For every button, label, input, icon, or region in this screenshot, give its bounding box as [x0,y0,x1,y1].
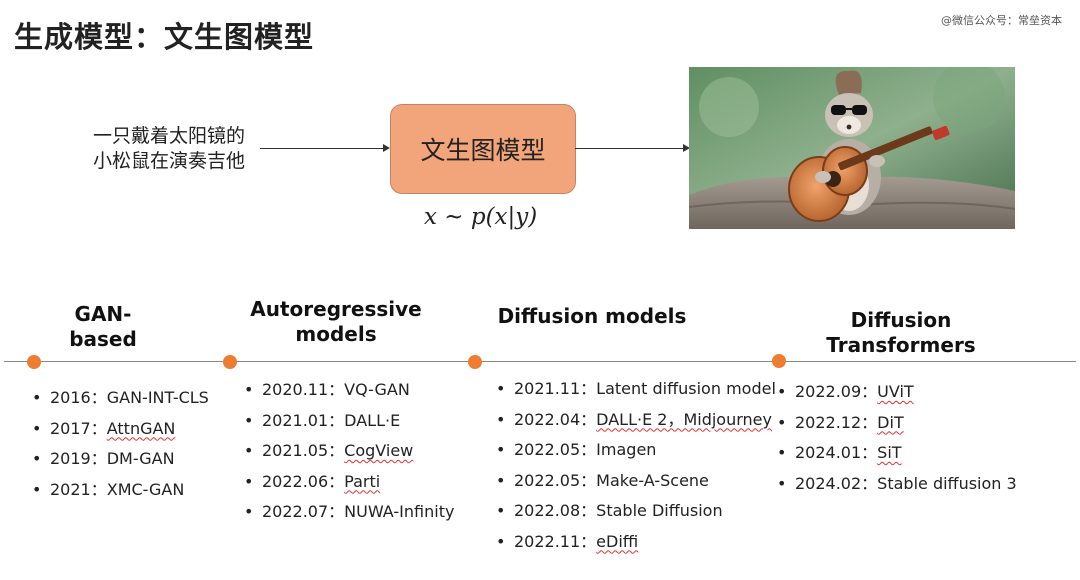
list-item: 2021.05：CogView [244,436,454,467]
page-title: 生成模型：文生图模型 [14,20,315,54]
item-name: Latent diffusion model [596,379,776,398]
list-item: 2022.05：Make-A-Scene [496,466,776,497]
list-item: 2024.02：Stable diffusion 3 [777,469,1017,500]
era-title-text: Diffusion models [497,304,687,328]
item-name: GAN-INT-CLS [106,388,209,407]
item-name: Make-A-Scene [596,470,709,490]
item-name: DM-GAN [106,449,175,468]
item-year: 2022.04： [514,409,597,429]
timeline-dot [468,355,482,369]
timeline-axis [4,361,1076,362]
item-name: CogView [344,441,414,460]
era-title-gan: GAN-based [48,302,158,352]
list-item: 2020.11：VQ-GAN [244,375,454,406]
arrow-model-to-image [575,148,683,149]
item-name: DiT [877,412,904,432]
timeline-dot [772,354,786,368]
item-year: 2022.06： [262,471,345,491]
model-box: 文生图模型 [390,104,576,194]
item-name: Parti [344,471,381,491]
item-name: NUWA-Infinity [344,502,455,521]
prompt-text: 一只戴着太阳镜的小松鼠在演奏吉他 [92,125,245,172]
item-name: Imagen [596,440,657,459]
era-title-diffusion: Diffusion models [496,304,688,329]
list-item: 2021.01：DALL·E [244,406,454,437]
item-name: DALL·E 2，Midjourney [596,409,772,429]
item-year: 2024.02： [795,473,878,493]
era-title-dit: Diffusion Transformers [816,308,986,358]
item-year: 2022.11： [514,531,597,551]
list-item: 2022.04：DALL·E 2，Midjourney [496,405,776,436]
item-name: XMC-GAN [106,479,185,499]
arrow-prompt-to-model [260,148,383,149]
list-item: 2022.11：eDiffi [496,527,776,558]
list-item: 2021：XMC-GAN [32,475,209,506]
formula: x ~ p(x|y) [424,204,538,230]
item-year: 2019： [50,449,107,468]
era-title-autoregressive: Autoregressive models [246,297,426,347]
list-item: 2022.12：DiT [777,408,1017,439]
item-year: 2022.07： [262,502,345,521]
timeline-dot [27,355,41,369]
item-year: 2022.05： [514,440,597,459]
era-list-diffusion: 2021.11：Latent diffusion model 2022.04：D… [496,374,776,557]
item-name: DALL·E [344,410,401,430]
item-year: 2024.01： [795,443,878,462]
era-title-text: GAN-based [69,302,137,351]
timeline-dot [223,355,237,369]
item-name: Stable Diffusion [596,501,723,520]
list-item: 2022.07：NUWA-Infinity [244,497,454,528]
item-year: 2021.01： [262,410,345,430]
item-year: 2022.08： [514,501,597,520]
era-list-dit: 2022.09：UViT 2022.12：DiT 2024.01：SiT 202… [777,377,1017,499]
list-item: 2022.08：Stable Diffusion [496,496,776,527]
list-item: 2017：AttnGAN [32,414,209,445]
list-item: 2022.06：Parti [244,467,454,498]
model-box-label: 文生图模型 [420,136,546,165]
item-name: Stable diffusion 3 [877,473,1017,493]
list-item: 2016：GAN-INT-CLS [32,383,209,414]
item-year: 2017： [50,418,107,438]
era-list-gan: 2016：GAN-INT-CLS 2017：AttnGAN 2019：DM-GA… [32,383,209,505]
item-year: 2022.09： [795,382,878,401]
arrowhead-icon [683,144,690,152]
list-item: 2024.01：SiT [777,438,1017,469]
item-name: UViT [877,382,914,401]
item-year: 2022.12： [795,412,878,432]
item-name: eDiffi [596,531,639,551]
item-name: SiT [877,443,902,462]
list-item: 2022.05：Imagen [496,435,776,466]
era-title-text: Autoregressive models [250,297,422,346]
list-item: 2022.09：UViT [777,377,1017,408]
item-name: VQ-GAN [344,380,410,399]
item-year: 2021： [50,479,107,499]
item-year: 2021.05： [262,441,345,460]
list-item: 2019：DM-GAN [32,444,209,475]
item-name: AttnGAN [106,418,176,438]
list-item: 2021.11：Latent diffusion model [496,374,776,405]
item-year: 2020.11： [262,380,345,399]
item-year: 2016： [50,388,107,407]
item-year: 2021.11： [514,379,597,398]
item-year: 2022.05： [514,470,597,490]
era-title-text: Diffusion Transformers [826,308,976,357]
watermark-text: @微信公众号：常垒资本 [941,14,1062,27]
arrowhead-icon [383,144,390,152]
squirrel-guitar-illustration [689,67,1015,229]
generated-image [689,67,1015,229]
era-list-autoregressive: 2020.11：VQ-GAN 2021.01：DALL·E 2021.05：Co… [244,375,454,528]
